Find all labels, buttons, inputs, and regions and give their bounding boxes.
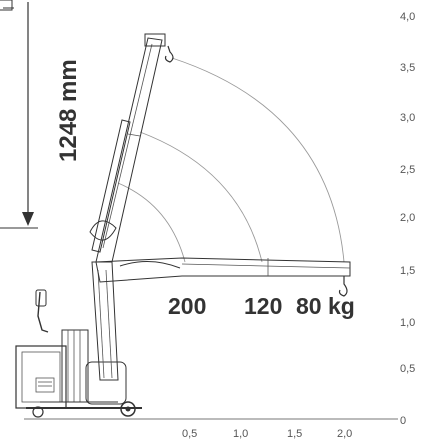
x-tick-1-5: 1,5 — [287, 428, 302, 440]
capacity-label-80kg: 80 kg — [296, 293, 355, 319]
tiller-handle — [37, 291, 49, 333]
y-tick-3-0: 3,0 — [400, 112, 415, 124]
x-tick-2-0: 2,0 — [337, 428, 352, 440]
overhead-reference-box — [0, 0, 13, 11]
capacity-labels: 200 120 80 kg — [168, 293, 355, 319]
hook-icon — [164, 45, 174, 63]
motor-housing — [85, 361, 127, 405]
x-tick-1-0: 1,0 — [233, 428, 248, 440]
capacity-label-120: 120 — [244, 293, 282, 319]
reach-arcs — [117, 57, 345, 263]
front-wheel — [120, 401, 136, 417]
y-tick-0: 0 — [400, 415, 406, 427]
y-tick-2-5: 2,5 — [400, 164, 415, 176]
horizontal-boom — [95, 257, 351, 283]
hose-loop — [89, 220, 117, 241]
y-tick-4-0: 4,0 — [400, 11, 415, 23]
y-tick-1-0: 1,0 — [400, 317, 415, 329]
battery-box — [15, 345, 67, 409]
hook-horizontal-icon — [338, 276, 348, 297]
height-dimension-label: 1248 mm — [55, 59, 82, 162]
hydraulic-cylinder — [91, 119, 131, 253]
reach-arc-120 — [139, 131, 263, 263]
y-tick-2-0: 2,0 — [400, 212, 415, 224]
reach-arc-200 — [117, 182, 186, 263]
y-tick-1-5: 1,5 — [400, 265, 415, 277]
y-axis: 0 0,5 1,0 1,5 2,0 2,5 3,0 3,5 4,0 — [400, 11, 415, 427]
height-dimension: 1248 mm — [0, 0, 82, 229]
reach-arc-80 — [171, 57, 345, 263]
x-axis: 0,5 1,0 1,5 2,0 — [182, 428, 352, 440]
y-tick-0-5: 0,5 — [400, 363, 415, 375]
crane — [15, 33, 351, 418]
boom-tip — [144, 33, 166, 47]
x-tick-0-5: 0,5 — [182, 428, 197, 440]
capacity-label-200: 200 — [168, 293, 206, 319]
y-tick-3-5: 3,5 — [400, 62, 415, 74]
dimension-arrow-icon — [22, 212, 34, 226]
rear-wheel — [32, 406, 44, 418]
